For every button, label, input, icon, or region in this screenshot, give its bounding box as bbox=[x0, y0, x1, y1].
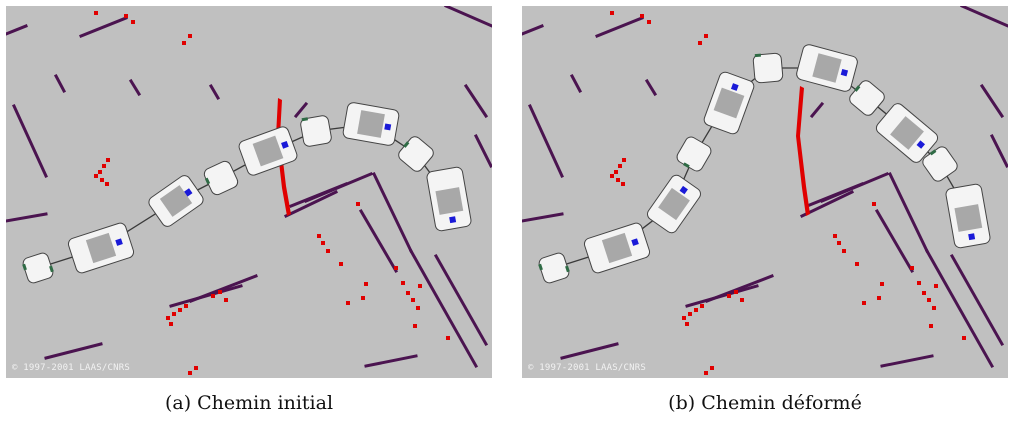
robot-chain-deformed bbox=[538, 44, 991, 284]
panel-deformed-path: © 1997-2001 LAAS/CNRS bbox=[522, 6, 1008, 378]
caption-initial-path: (a) Chemin initial bbox=[164, 392, 334, 414]
obstacles bbox=[610, 11, 966, 375]
walls bbox=[6, 6, 492, 369]
panel-initial-path: © 1997-2001 LAAS/CNRS bbox=[6, 6, 492, 378]
copyright-text: © 1997-2001 LAAS/CNRS bbox=[528, 363, 646, 373]
robot-chain-initial bbox=[22, 102, 472, 284]
map-deformed bbox=[522, 6, 1008, 375]
map-initial bbox=[6, 6, 492, 375]
walls bbox=[522, 6, 1008, 369]
obstacles bbox=[94, 11, 450, 375]
copyright-text: © 1997-2001 LAAS/CNRS bbox=[12, 363, 130, 373]
caption-deformed-path: (b) Chemin déformé bbox=[668, 392, 862, 414]
